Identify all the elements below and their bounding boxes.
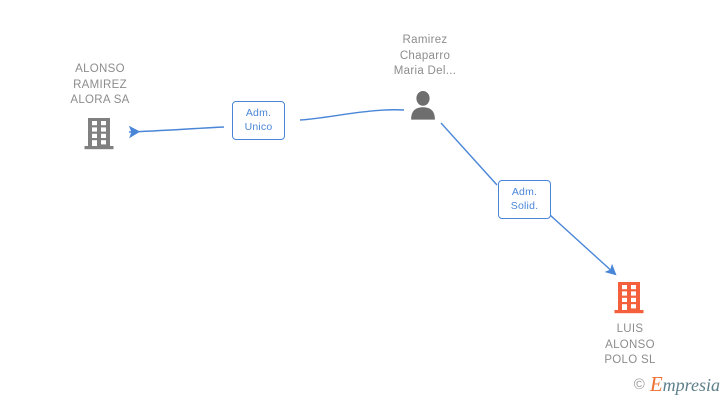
edge-line-adm-unico-left <box>128 125 225 139</box>
node-label-luis-alonso-polo-sl: LUIS ALONSO POLO SL <box>604 323 656 366</box>
empresia-logo-text: Empresia <box>649 372 720 396</box>
copyright-icon: © <box>633 376 645 393</box>
edge-line-adm-unico-right <box>299 109 405 121</box>
empresia-logo-rest: mpresia <box>662 375 720 395</box>
node-label-ramirez-chaparro-maria-del: Ramirez Chaparro Maria Del... <box>393 34 457 77</box>
edge-label-adm-solid[interactable]: Adm. Solid. <box>498 180 551 219</box>
person-icon[interactable] <box>408 90 438 125</box>
building-icon-glyph <box>84 118 114 150</box>
building-icon-glyph <box>614 282 644 314</box>
edge-line-adm-solid-upper <box>440 122 498 186</box>
node-label-alonso-ramirez-alora-sa: ALONSO RAMIREZ ALORA SA <box>70 63 130 106</box>
empresia-watermark: © Empresia <box>633 372 720 396</box>
person-icon-glyph <box>411 91 435 120</box>
empresia-logo-initial: E <box>649 372 663 396</box>
building-icon[interactable] <box>84 117 116 155</box>
edge-line-adm-solid-lower <box>549 214 617 276</box>
building-icon[interactable] <box>614 281 646 319</box>
edge-label-adm-unico[interactable]: Adm. Unico <box>232 101 285 140</box>
